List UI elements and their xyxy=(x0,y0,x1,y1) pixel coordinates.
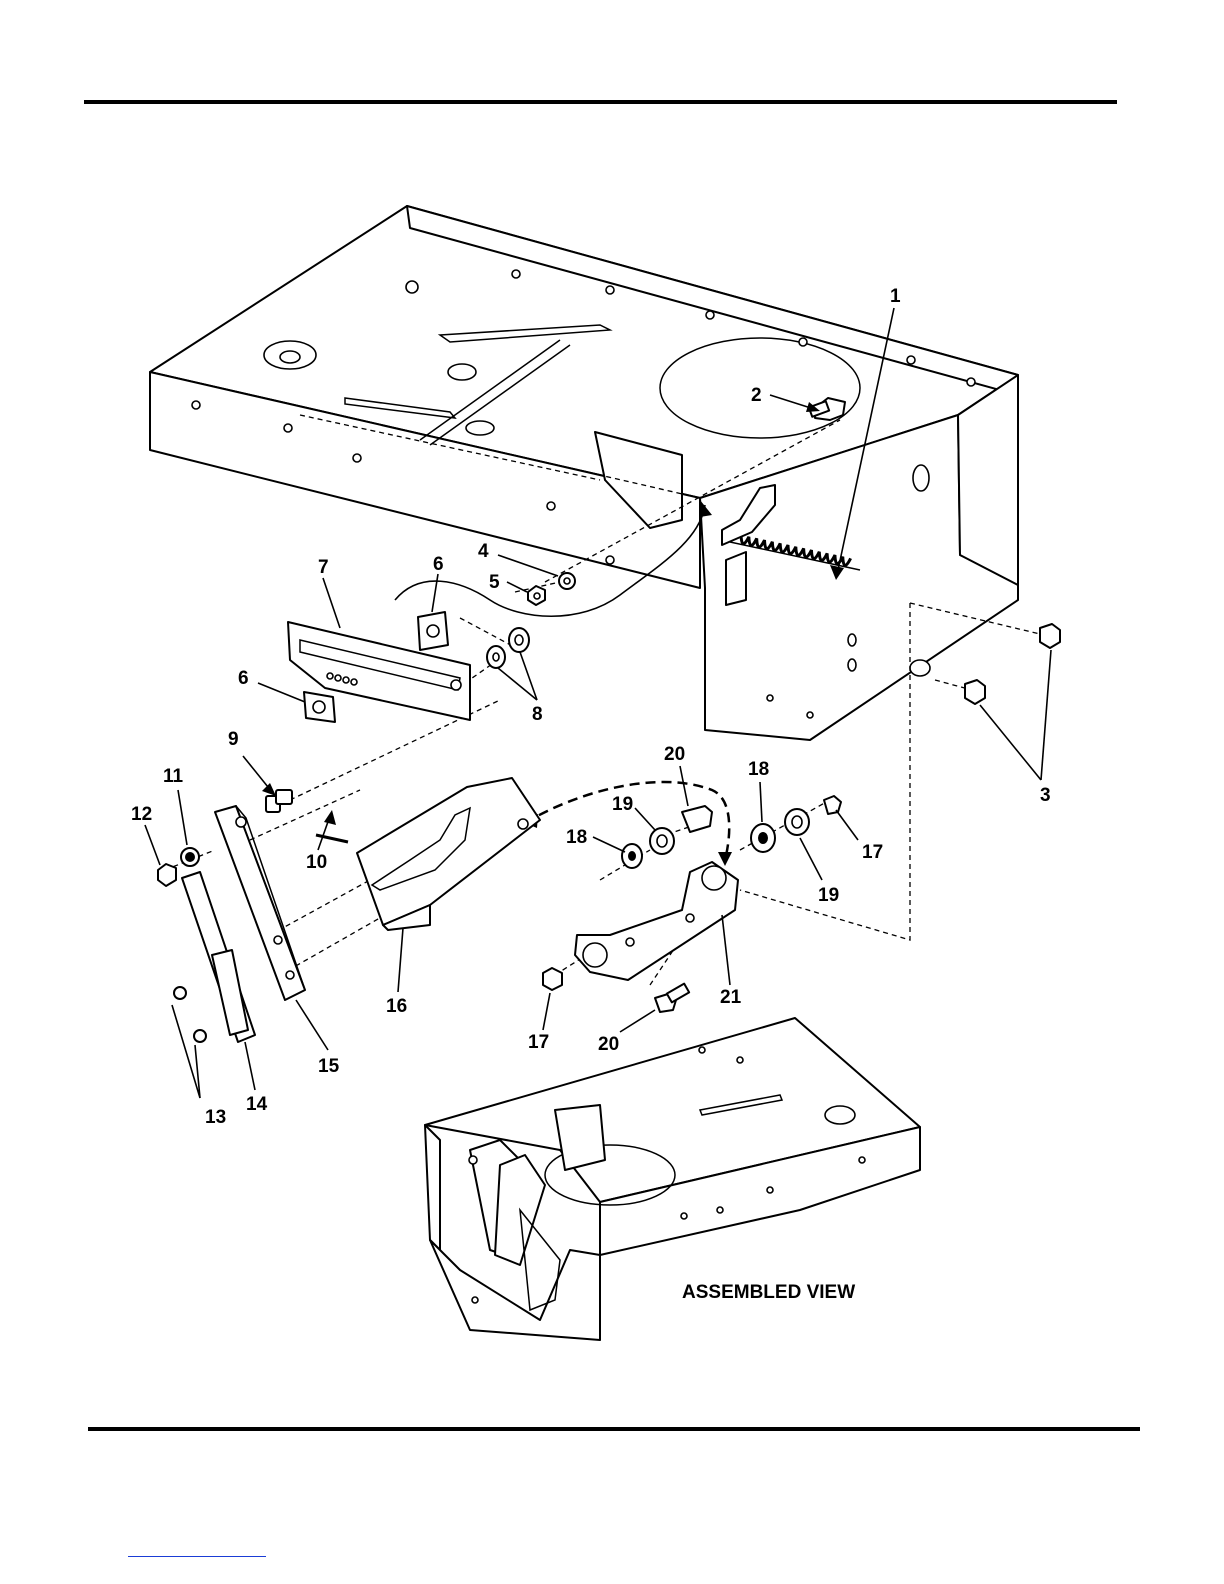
part-6-clip-upper xyxy=(418,612,448,650)
callout-3: 3 xyxy=(1040,785,1051,806)
part-6-clip-lower xyxy=(304,692,335,722)
callout-15: 15 xyxy=(318,1056,340,1077)
part-21-plate xyxy=(575,862,738,980)
part-12-nut xyxy=(158,864,176,886)
callout-16: 16 xyxy=(386,996,407,1017)
callout-18-left: 18 xyxy=(566,827,587,848)
callout-2: 2 xyxy=(751,385,762,406)
assembled-view-caption: ASSEMBLED VIEW xyxy=(682,1282,855,1303)
part-13-screws xyxy=(174,987,206,1042)
part-17-nuts xyxy=(543,968,562,990)
callout-18-right: 18 xyxy=(748,759,769,780)
callout-19-right: 19 xyxy=(818,885,839,906)
callout-14: 14 xyxy=(246,1094,268,1115)
part-16-bracket xyxy=(357,778,540,930)
callout-4: 4 xyxy=(478,541,489,562)
part-11-washer xyxy=(181,848,199,866)
frame-deck xyxy=(150,206,1018,740)
callout-21: 21 xyxy=(720,987,742,1008)
part-14-bar xyxy=(182,872,255,1042)
callout-6-upper: 6 xyxy=(433,554,444,575)
callout-13: 13 xyxy=(205,1107,226,1128)
callout-9: 9 xyxy=(228,729,239,750)
part-5-nut xyxy=(528,586,545,605)
callout-17-lower: 17 xyxy=(528,1032,549,1053)
callout-20-lower: 20 xyxy=(598,1034,619,1055)
part-3-bolts xyxy=(965,624,1060,704)
callout-12: 12 xyxy=(131,804,152,825)
callout-5: 5 xyxy=(489,572,500,593)
callout-19-left: 19 xyxy=(612,794,633,815)
callout-10: 10 xyxy=(306,852,327,873)
part-20-bolt-lower xyxy=(655,984,689,1012)
callout-17-right: 17 xyxy=(862,842,883,863)
part-4-washer xyxy=(559,573,575,589)
callout-20-upper: 20 xyxy=(664,744,685,765)
callout-8: 8 xyxy=(532,704,543,725)
callout-1: 1 xyxy=(890,286,901,307)
callout-11: 11 xyxy=(163,766,184,787)
callout-6-lower: 6 xyxy=(238,668,249,689)
part-18-19-20-spacers xyxy=(622,796,841,868)
callout-7: 7 xyxy=(318,557,329,578)
